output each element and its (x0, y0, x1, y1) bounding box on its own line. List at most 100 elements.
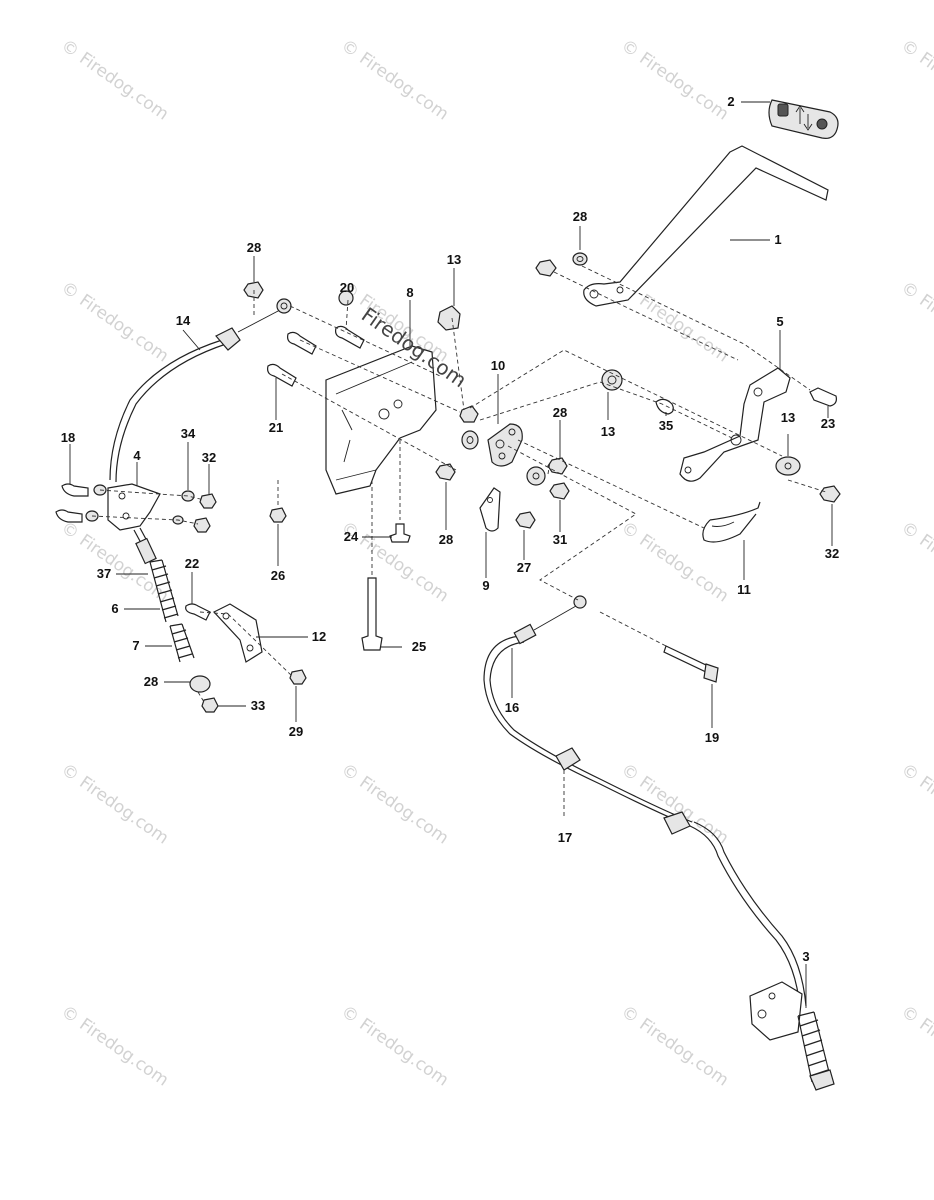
part-16-cable (483, 595, 693, 827)
callout-labels: 2 1 28 28 14 13 20 8 10 5 13 35 13 23 28… (61, 94, 839, 964)
watermark-text: © Firedog.com (57, 36, 172, 125)
callout-27: 27 (517, 560, 531, 575)
callout-25: 25 (412, 639, 426, 654)
part-8-main-bracket (325, 345, 437, 495)
washer-near-32 (526, 466, 546, 486)
bolt-near-20 (335, 325, 365, 349)
nut-lower-33 (193, 517, 211, 533)
part-13-washer-b (775, 456, 801, 476)
spacer-10 (461, 430, 479, 450)
part-36-clip (655, 398, 674, 415)
part-18-bolt-b (55, 509, 99, 523)
callout-31: 29 (289, 724, 303, 739)
callout-32-right: 32 (825, 546, 839, 561)
watermark-text: © Firedog.com (337, 36, 452, 125)
callout-11: 11 (737, 582, 751, 597)
watermark-text: © Firedog.com (337, 760, 452, 849)
part-28-nut-center (547, 457, 568, 475)
part-32-nut-right (819, 485, 841, 503)
callout-32-center: 31 (553, 532, 567, 547)
part-20-nut (338, 290, 354, 306)
part-3-bracket (749, 981, 803, 1041)
part-32-nut-center (549, 482, 570, 500)
bolt-upper-left (287, 331, 317, 355)
callout-2: 2 (727, 94, 734, 109)
cable-lower-run (689, 821, 807, 1009)
watermark-text: © Firedog.com (617, 518, 732, 607)
part-21-bolt (267, 363, 297, 387)
part-19-bolt (663, 645, 719, 683)
part-24-bolt (389, 523, 411, 543)
callout-26: 26 (271, 568, 285, 583)
watermark-text: © Firedog.com (897, 1002, 934, 1091)
watermark-text: © Firedog.com (337, 1002, 452, 1091)
callout-5: 5 (776, 314, 783, 329)
callout-28-left: 28 (144, 674, 158, 689)
part-14-nut (437, 305, 461, 331)
part-13-washer-a (601, 369, 623, 391)
part-25-long-bolt (361, 577, 383, 651)
part-28-nut-left (189, 675, 211, 693)
watermark-text: © Firedog.com (57, 760, 172, 849)
callout-7: 7 (132, 638, 139, 653)
callout-28-lower: 28 (439, 532, 453, 547)
nut-near-30 (535, 259, 557, 277)
watermark-text: © Firedog.com (57, 278, 172, 367)
part-28-nut (435, 463, 456, 481)
part-12-bracket (213, 603, 263, 663)
callout-4: 4 (133, 448, 141, 463)
part-34-nut (201, 697, 219, 713)
part-18-bolt-a (61, 483, 107, 497)
part-6-spring (149, 559, 179, 623)
part-17-clip (555, 747, 581, 771)
callout-23: 23 (821, 416, 835, 431)
part-7-spring (169, 623, 195, 663)
part-23-pin (809, 387, 837, 407)
callout-24: 24 (344, 529, 359, 544)
callout-12: 12 (312, 629, 326, 644)
callout-29: 28 (247, 240, 261, 255)
part-2-label-plate (768, 99, 839, 139)
callout-15: 14 (176, 313, 191, 328)
callout-19: 19 (705, 730, 719, 745)
part-22-bolt (185, 603, 211, 621)
part-1-lever-arm (583, 145, 829, 307)
part-26-bolt (269, 507, 287, 523)
part-30-washer (572, 252, 588, 266)
callout-3: 3 (802, 949, 809, 964)
callout-18: 18 (61, 430, 75, 445)
callout-30: 28 (573, 209, 587, 224)
part-9-plate (479, 487, 501, 532)
part-10-pivot-plate (487, 423, 523, 467)
part-35-washer (181, 490, 195, 502)
callout-14: 13 (447, 252, 461, 267)
watermark-text: © Firedog.com (897, 36, 934, 125)
callout-20: 20 (340, 280, 354, 295)
callout-37: 37 (97, 566, 111, 581)
part-27-nut (515, 511, 536, 529)
part-3-spring (797, 1011, 835, 1091)
callout-16: 16 (505, 700, 519, 715)
callout-8: 8 (406, 285, 413, 300)
watermark-text: © Firedog.com (57, 518, 172, 607)
watermark-text: © Firedog.com (897, 760, 934, 849)
watermark-text: © Firedog.com (897, 278, 934, 367)
watermark-text: © Firedog.com (897, 518, 934, 607)
callout-21: 21 (269, 420, 283, 435)
part-5-bracket (679, 367, 791, 482)
callout-34: 33 (251, 698, 265, 713)
callout-22: 22 (185, 556, 199, 571)
callout-10: 10 (491, 358, 505, 373)
watermark-text: © Firedog.com (617, 36, 732, 125)
part-33-nut (199, 493, 217, 509)
callout-36: 35 (659, 418, 673, 433)
callout-1: 1 (774, 232, 781, 247)
callout-9: 9 (482, 578, 489, 593)
callout-6: 6 (111, 601, 118, 616)
part-31-nut (289, 669, 307, 685)
callout-33: 32 (202, 450, 216, 465)
leader-lines (69, 101, 833, 1008)
part-11-rod (702, 501, 761, 543)
assembly-lines (91, 265, 827, 818)
